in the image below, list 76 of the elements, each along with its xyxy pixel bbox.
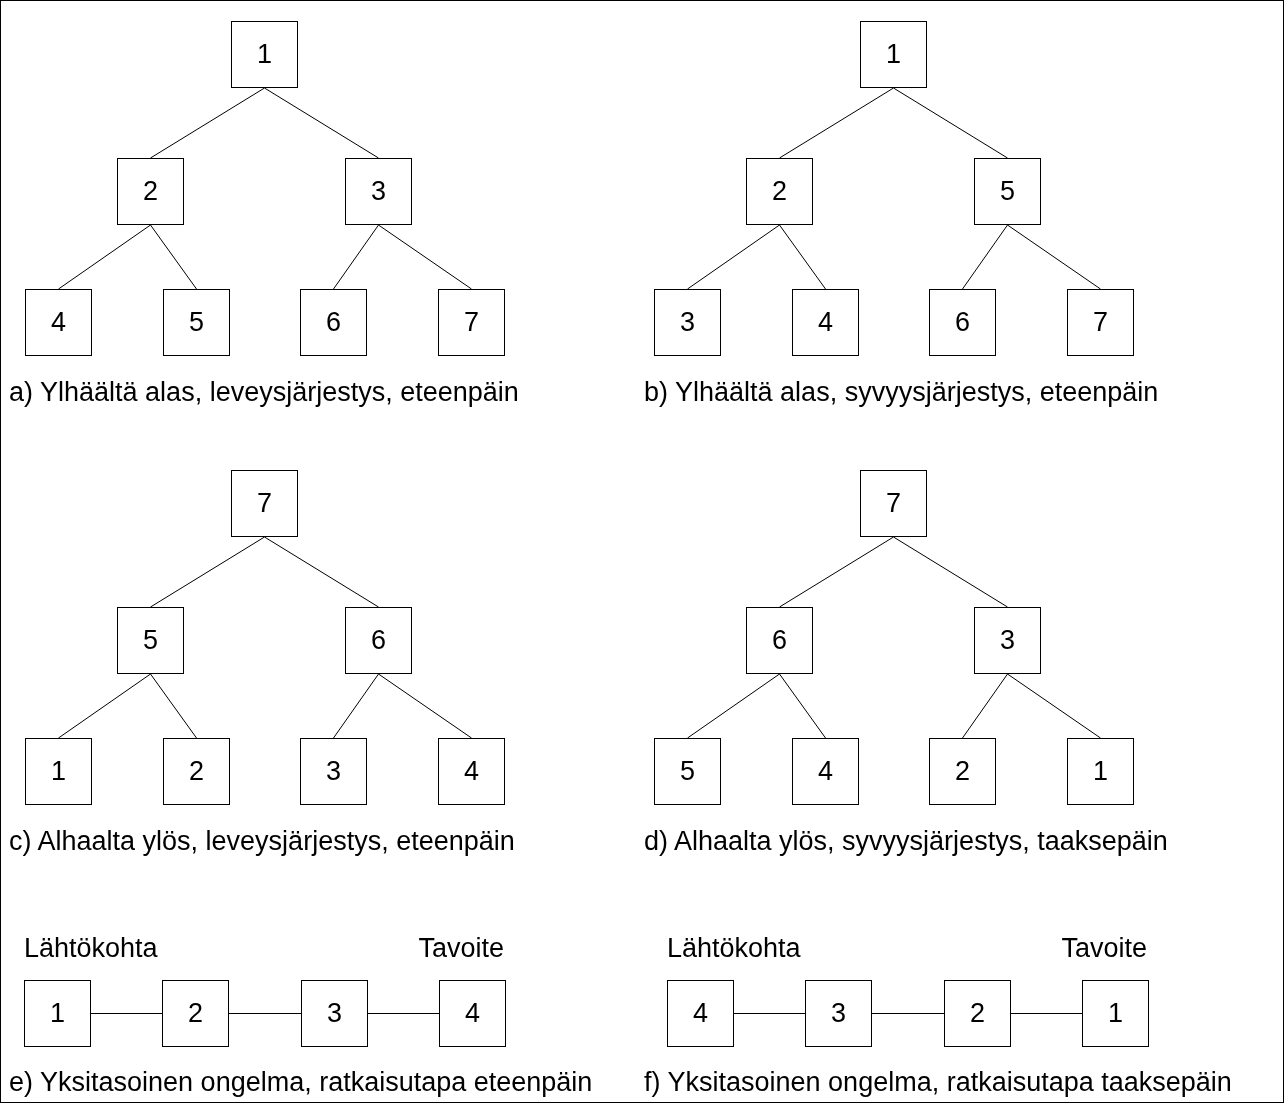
node-box: 1	[25, 738, 92, 805]
node-box: 6	[746, 607, 813, 674]
connector-line	[871, 1013, 945, 1014]
caption: d) Alhaalta ylös, syvyysjärjestys, taaksepäin	[644, 825, 1168, 857]
node-box: 2	[929, 738, 996, 805]
connector-line	[333, 224, 379, 290]
node-box: 1	[231, 21, 298, 88]
node-box: 4	[792, 738, 859, 805]
connector-line	[90, 1013, 163, 1014]
node-box: 3	[805, 980, 872, 1047]
node-label: Lähtökohta	[667, 932, 801, 964]
node-box: 5	[654, 738, 721, 805]
caption: b) Ylhäältä alas, syvyysjärjestys, eteenpäin	[644, 376, 1159, 408]
connector-line	[779, 87, 894, 159]
node-box: 4	[792, 289, 859, 356]
connector-line	[378, 224, 472, 290]
node-label: Tavoite	[418, 932, 504, 964]
connector-line	[779, 673, 826, 739]
node-box: 2	[117, 158, 184, 225]
node-box: 3	[654, 289, 721, 356]
node-box: 7	[438, 289, 505, 356]
node-box: 7	[231, 470, 298, 537]
node-box: 3	[974, 607, 1041, 674]
node-box: 1	[24, 980, 91, 1047]
connector-line	[378, 673, 472, 739]
node-label: Tavoite	[1061, 932, 1147, 964]
connector-line	[687, 673, 780, 739]
node-label: Lähtökohta	[24, 932, 158, 964]
connector-line	[58, 673, 151, 739]
connector-line	[893, 87, 1008, 159]
caption: a) Ylhäältä alas, leveysjärjestys, eteenpäin	[9, 376, 519, 408]
connector-line	[962, 224, 1008, 290]
node-box: 5	[117, 607, 184, 674]
connector-line	[264, 87, 379, 159]
connector-line	[779, 224, 826, 290]
node-box: 1	[1067, 738, 1134, 805]
node-box: 2	[944, 980, 1011, 1047]
node-box: 3	[301, 980, 368, 1047]
node-box: 4	[438, 738, 505, 805]
connector-line	[779, 536, 894, 608]
node-box: 3	[300, 738, 367, 805]
node-box: 7	[1067, 289, 1134, 356]
connector-line	[893, 536, 1008, 608]
node-box: 2	[163, 738, 230, 805]
connector-line	[150, 536, 265, 608]
connector-line	[150, 224, 197, 290]
node-box: 2	[746, 158, 813, 225]
connector-line	[333, 673, 379, 739]
node-box: 5	[163, 289, 230, 356]
connector-line	[733, 1013, 806, 1014]
node-box: 6	[300, 289, 367, 356]
node-box: 4	[439, 980, 506, 1047]
caption: e) Yksitasoinen ongelma, ratkaisutapa eteenpäin	[9, 1066, 593, 1098]
connector-line	[150, 87, 265, 159]
connector-line	[687, 224, 780, 290]
node-box: 3	[345, 158, 412, 225]
node-box: 4	[667, 980, 734, 1047]
connector-line	[367, 1013, 440, 1014]
connector-line	[962, 673, 1008, 739]
node-box: 1	[860, 21, 927, 88]
node-box: 2	[162, 980, 229, 1047]
node-box: 6	[929, 289, 996, 356]
connector-line	[264, 536, 379, 608]
connector-line	[1010, 1013, 1083, 1014]
caption: c) Alhaalta ylös, leveysjärjestys, eteenpäin	[9, 825, 515, 857]
caption: f) Yksitasoinen ongelma, ratkaisutapa taaksepäin	[644, 1066, 1232, 1098]
node-box: 6	[345, 607, 412, 674]
node-box: 5	[974, 158, 1041, 225]
connector-line	[58, 224, 151, 290]
node-box: 1	[1082, 980, 1149, 1047]
connector-line	[1007, 673, 1101, 739]
connector-line	[150, 673, 197, 739]
node-box: 4	[25, 289, 92, 356]
connector-line	[1007, 224, 1101, 290]
connector-line	[228, 1013, 302, 1014]
node-box: 7	[860, 470, 927, 537]
